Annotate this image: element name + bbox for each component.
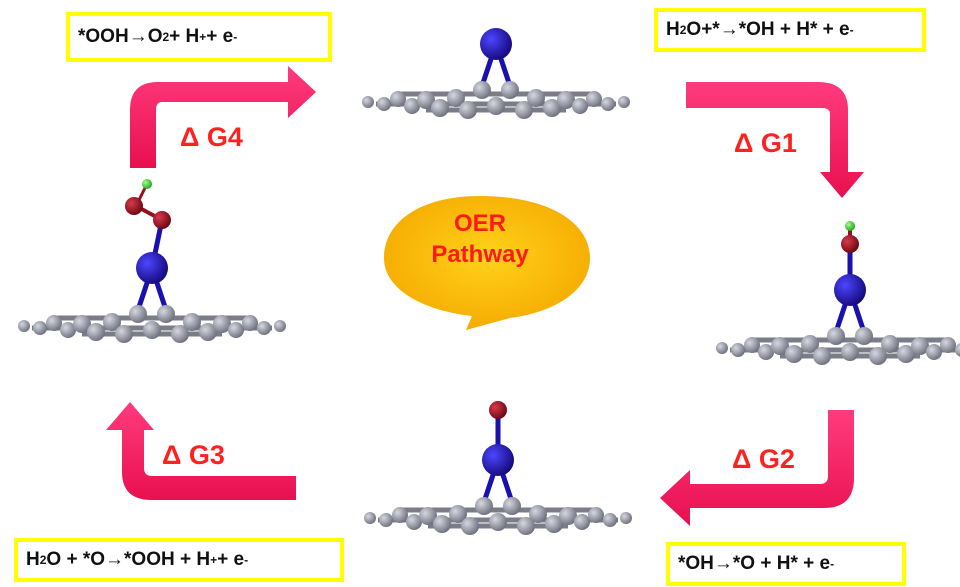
eq-superscript: + <box>199 30 207 44</box>
step-label-g4: Δ G4 <box>180 122 243 152</box>
eq-text: H <box>26 549 40 570</box>
eq-text: O+* <box>686 19 720 40</box>
eq-arrow: → <box>105 549 125 570</box>
arrow-g1 <box>686 82 864 198</box>
eq-text: *OOH <box>78 26 129 47</box>
eq-superscript: - <box>244 553 249 567</box>
bubble-line-2: Pathway <box>431 241 529 268</box>
arrow-g4 <box>130 66 316 168</box>
molecule-bare-site <box>362 28 630 119</box>
eq-text: O + *O <box>46 549 106 570</box>
eq-text: + e <box>206 26 234 47</box>
eq-text: O <box>147 26 163 47</box>
equation-oh-to-o: *OH → *O + H* + e- <box>666 542 906 586</box>
molecule-o-adsorbed <box>364 401 632 535</box>
molecule-ooh-adsorbed <box>18 179 286 343</box>
step-label-g3: Δ G3 <box>162 440 225 470</box>
bubble-label: OER Pathway <box>420 208 540 270</box>
step-label-g2: Δ G2 <box>732 444 795 474</box>
eq-text: *OOH + H <box>124 549 211 570</box>
eq-superscript: - <box>830 557 835 571</box>
eq-arrow: → <box>713 553 733 574</box>
eq-arrow: → <box>128 26 148 47</box>
eq-text: H <box>666 19 680 40</box>
eq-text: + e <box>217 549 245 570</box>
eq-superscript: - <box>233 30 238 44</box>
eq-text: *OH + H* + e <box>738 19 850 40</box>
arrow-g3 <box>106 402 296 500</box>
eq-subscript: 2 <box>39 553 47 567</box>
eq-text: *O + H* + e <box>732 553 831 574</box>
eq-subscript: 2 <box>679 23 687 37</box>
eq-arrow: → <box>719 19 739 40</box>
eq-text: *OH <box>678 553 714 574</box>
eq-superscript: + <box>210 553 218 567</box>
eq-text: + H <box>169 26 200 47</box>
bubble-line-1: OER <box>453 210 506 237</box>
step-label-g1: Δ G1 <box>734 128 797 158</box>
eq-superscript: - <box>849 23 854 37</box>
molecule-oh-adsorbed <box>716 221 960 365</box>
eq-subscript: 2 <box>162 30 170 44</box>
arrow-g2 <box>660 410 854 526</box>
